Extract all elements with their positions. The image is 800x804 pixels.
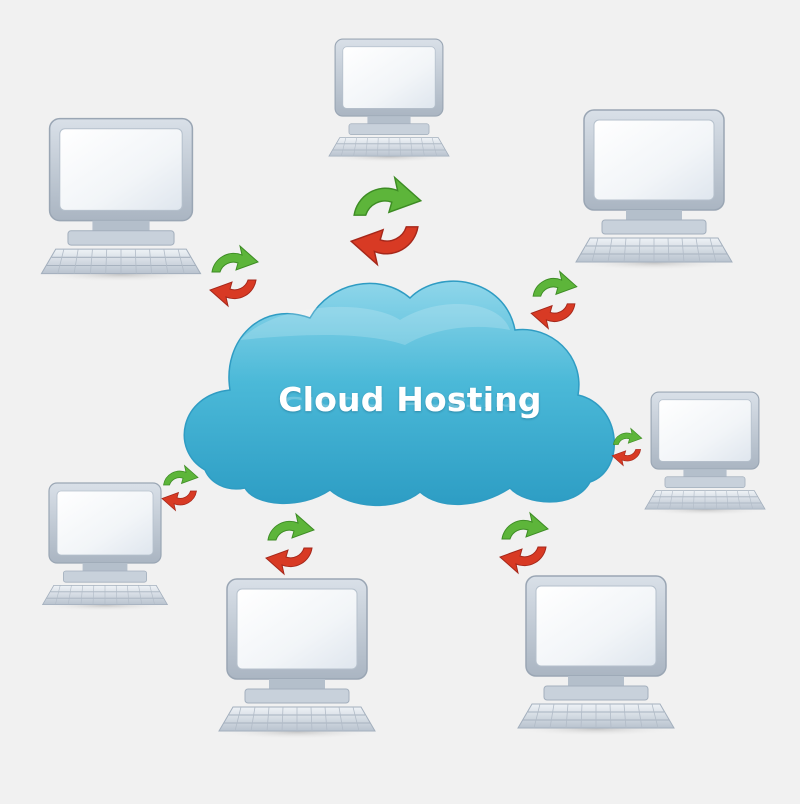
computer-icon [513, 575, 679, 737]
sync-arrows-icon [499, 512, 549, 574]
sync-arrows-icon [530, 271, 578, 329]
sync-arrows-icon [161, 465, 199, 511]
sync-arrows-icon [611, 428, 643, 466]
sync-arrows-icon [265, 513, 315, 575]
computer-icon [38, 482, 172, 612]
computer-icon [571, 109, 737, 271]
cloud-hosting-label: Cloud Hosting [278, 380, 542, 419]
sync-arrows-icon [209, 245, 259, 307]
computer-icon [641, 391, 769, 516]
computer-icon [214, 578, 380, 740]
sync-arrows-icon [350, 176, 422, 266]
cloud-shape [183, 280, 616, 507]
computer-icon [325, 38, 453, 163]
cloud-hosting-label-reflection: Cloud Hosting [279, 392, 541, 414]
computer-icon [36, 117, 206, 283]
